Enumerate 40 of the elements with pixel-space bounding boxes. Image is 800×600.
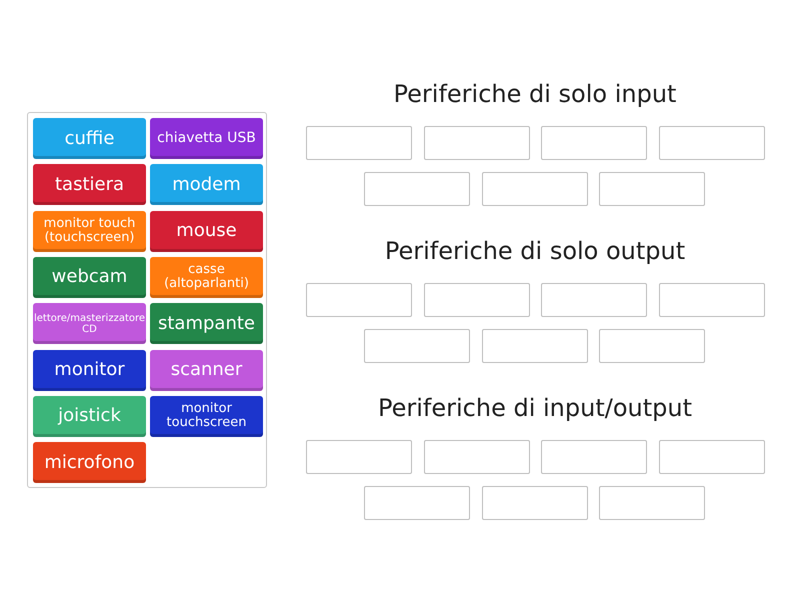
answer-tile: lettore/masterizzatore CD [33,303,146,344]
section-heading: Periferiche di input/output [377,394,693,422]
drop-zone [482,486,588,520]
answer-tile: chiavetta USB [150,118,263,159]
drop-zone [658,440,764,474]
drop-zone [658,126,764,160]
drop-zone [541,126,647,160]
drop-zone [482,329,588,363]
drop-zone [364,172,470,206]
drop-zone [364,486,470,520]
answer-tile: casse (altoparlanti) [150,256,263,298]
answer-tile: scanner [150,350,263,390]
answer-tile: monitor touchscreen [150,396,263,437]
answer-tile: cuffie [33,118,146,159]
section-heading: Periferiche di solo input [392,80,678,108]
drop-zone [306,440,412,474]
drop-zone [424,283,530,317]
tile-panel [27,112,267,488]
drop-zone [306,283,412,317]
drop-zone [599,172,705,206]
answer-tile: monitor touch (touchscreen) [33,210,146,252]
drop-zone [364,329,470,363]
drop-zone [541,440,647,474]
answer-tile: webcam [33,256,146,298]
drop-zone [599,329,705,363]
drop-zone [599,486,705,520]
drop-zone [424,440,530,474]
drop-zone [482,172,588,206]
drop-zone [306,126,412,160]
answer-tile: monitor [33,350,146,390]
answer-tile: tastiera [33,164,146,206]
answer-tile: stampante [150,303,263,344]
drop-zone [541,283,647,317]
answer-tile: mouse [150,210,263,252]
answer-tile: joistick [33,396,146,437]
answer-tile: microfono [33,442,146,484]
answer-tile: modem [150,164,263,206]
drop-zone [658,283,764,317]
section-heading: Periferiche di solo output [384,237,686,265]
drop-zone [424,126,530,160]
